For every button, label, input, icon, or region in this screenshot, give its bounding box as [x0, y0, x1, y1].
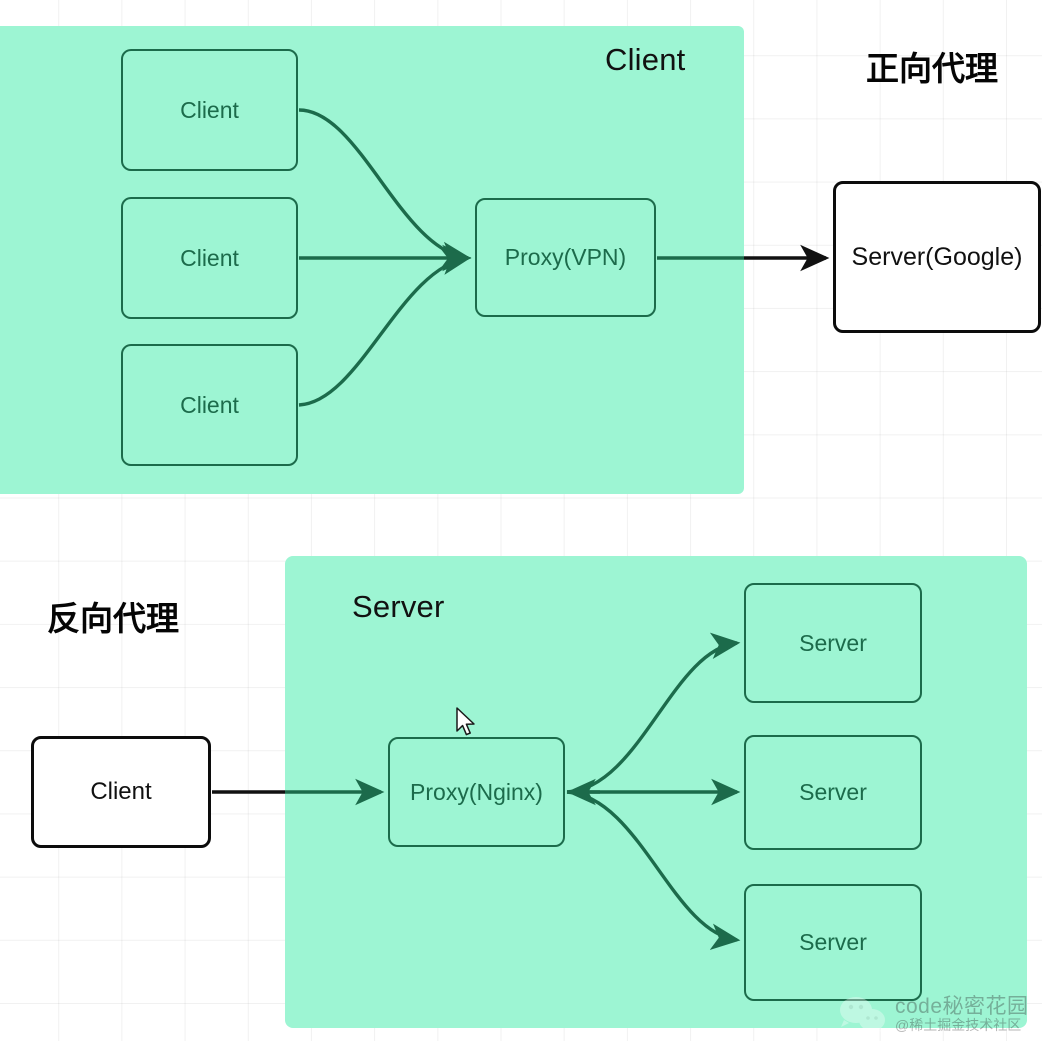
node-server-3[interactable]: Server — [744, 884, 922, 1001]
watermark-line-1: code秘密花园 — [895, 995, 1029, 1019]
reverse-proxy-label: 反向代理 — [47, 599, 179, 638]
node-client-bottom[interactable]: Client — [31, 736, 211, 848]
node-server-google[interactable]: Server(Google) — [833, 181, 1041, 333]
watermark-line-2: @稀土掘金技术社区 — [895, 1017, 1022, 1034]
node-proxy-vpn[interactable]: Proxy(VPN) — [475, 198, 656, 317]
watermark: code秘密花园 @稀土掘金技术社区 — [838, 988, 1042, 1041]
node-client-1[interactable]: Client — [121, 49, 298, 171]
client-panel-title: Client — [605, 42, 686, 77]
node-server-1[interactable]: Server — [744, 583, 922, 703]
node-client-3[interactable]: Client — [121, 344, 298, 466]
forward-proxy-label: 正向代理 — [866, 49, 998, 88]
node-client-2[interactable]: Client — [121, 197, 298, 319]
server-panel-title: Server — [352, 589, 445, 624]
mouse-pointer-icon — [456, 707, 475, 736]
node-proxy-nginx[interactable]: Proxy(Nginx) — [388, 737, 565, 847]
node-server-2[interactable]: Server — [744, 735, 922, 850]
wechat-icon — [840, 996, 886, 1034]
